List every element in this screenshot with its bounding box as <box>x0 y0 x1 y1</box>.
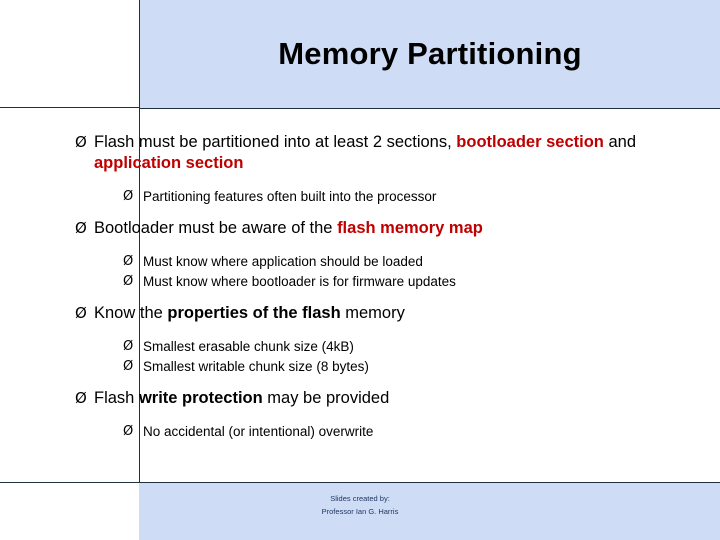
bullet-glyph-icon: Ø <box>123 424 134 439</box>
bullet-text-part: Smallest erasable chunk size (4kB) <box>143 339 354 354</box>
bullet-text-part: Must know where application should be lo… <box>143 254 423 269</box>
bullet-level1: Ø Know the properties of the flash memor… <box>75 303 705 324</box>
bullet-level2: Ø Partitioning features often built into… <box>75 187 705 206</box>
bullet-glyph-icon: Ø <box>123 189 134 204</box>
bullet-glyph-icon: Ø <box>75 389 87 407</box>
bullet-text-part-highlight: application section <box>94 154 244 172</box>
bullet-glyph-icon: Ø <box>123 339 134 354</box>
bullet-glyph-icon: Ø <box>123 359 134 374</box>
bullet-level1: Ø Flash write protection may be provided <box>75 388 705 409</box>
bullet-text-part: Flash must be partitioned into at least … <box>94 133 457 151</box>
page-title: Memory Partitioning <box>278 36 582 71</box>
bullet-text-part: Bootloader must be aware of the <box>94 219 338 237</box>
footer-banner <box>139 482 720 540</box>
bullet-level1: Ø Flash must be partitioned into at leas… <box>75 132 705 174</box>
spacer <box>75 377 705 388</box>
footer-line-2: Professor Ian G. Harris <box>321 507 399 516</box>
bullet-text-part-highlight: flash memory map <box>337 219 483 237</box>
bullet-text-part: Partitioning features often built into t… <box>143 189 437 204</box>
spacer <box>75 326 705 337</box>
spacer <box>75 411 705 422</box>
bullet-text-part-emphasis: write protection <box>138 389 263 407</box>
bullet-text-part: memory <box>340 304 405 322</box>
spacer <box>75 207 705 218</box>
bullet-glyph-icon: Ø <box>75 133 87 151</box>
bullet-level2: Ø Must know where application should be … <box>75 252 705 271</box>
bullet-text-part: and <box>603 133 637 151</box>
bullet-level1: Ø Bootloader must be aware of the flash … <box>75 218 705 239</box>
bullet-glyph-icon: Ø <box>123 274 134 289</box>
bullet-text-part: Must know where bootloader is for firmwa… <box>143 274 456 289</box>
bullet-level2: Ø Smallest writable chunk size (8 bytes) <box>75 357 705 376</box>
bullet-level2: Ø Must know where bootloader is for firm… <box>75 272 705 291</box>
footer-line-1: Slides created by: <box>330 494 390 503</box>
title-left-block <box>0 0 140 108</box>
bullet-text-part: Know the <box>94 304 168 322</box>
bullet-level2: Ø No accidental (or intentional) overwri… <box>75 422 705 441</box>
bullet-glyph-icon: Ø <box>75 219 87 237</box>
slide-body: Ø Flash must be partitioned into at leas… <box>75 132 705 442</box>
bullet-text-part: No accidental (or intentional) overwrite <box>143 424 374 439</box>
bullet-text-part-emphasis: properties of the flash <box>167 304 341 322</box>
bullet-text-part: may be provided <box>262 389 390 407</box>
bullet-level2: Ø Smallest erasable chunk size (4kB) <box>75 337 705 356</box>
bullet-text-part: Smallest writable chunk size (8 bytes) <box>143 359 369 374</box>
bullet-text-part: Flash <box>94 389 139 407</box>
spacer <box>75 241 705 252</box>
footer-divider <box>0 482 720 483</box>
bullet-text-part-highlight: bootloader section <box>456 133 604 151</box>
spacer <box>75 176 705 187</box>
bullet-glyph-icon: Ø <box>123 254 134 269</box>
footer-credits: Slides created by: Professor Ian G. Harr… <box>0 492 720 518</box>
left-gutter <box>0 108 140 540</box>
bullet-glyph-icon: Ø <box>75 304 87 322</box>
spacer <box>75 292 705 303</box>
